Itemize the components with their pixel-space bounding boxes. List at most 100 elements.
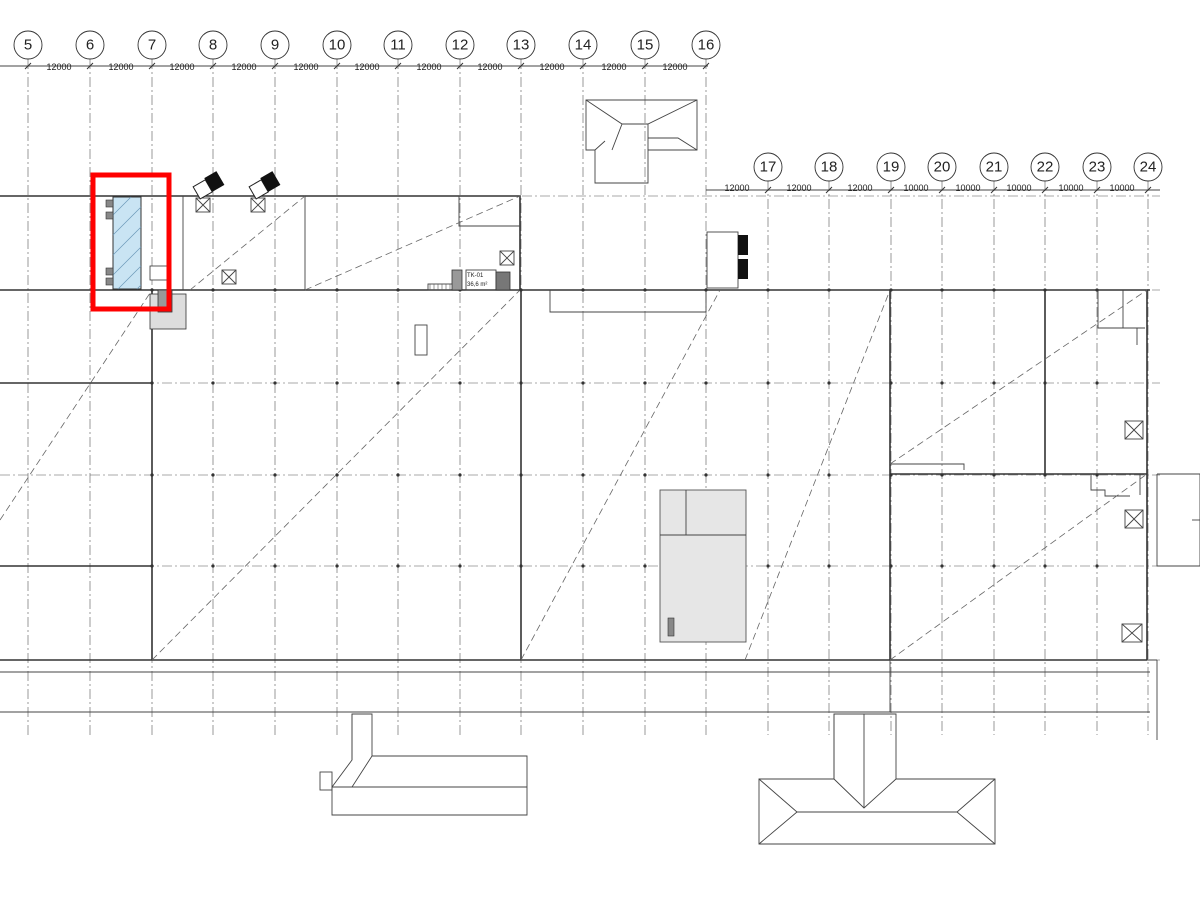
column-dot — [396, 564, 400, 568]
axis-marker-15: 15 — [630, 30, 660, 60]
dashed-diagonals — [0, 195, 1148, 661]
dim-11-12: 12000 — [416, 62, 441, 72]
column-dot — [766, 473, 770, 477]
column-dot — [335, 473, 339, 477]
column-dot — [889, 564, 893, 568]
roof-bottom-left — [319, 713, 528, 816]
axis-marker-12: 12 — [445, 30, 475, 60]
right-dimensions: 12000 12000 12000 10000 10000 10000 1000… — [724, 183, 1134, 193]
dim-17-18: 12000 — [786, 183, 811, 193]
axis-marker-24: 24 — [1133, 152, 1163, 182]
column-dot — [889, 288, 893, 292]
dim-5-6: 12000 — [46, 62, 71, 72]
dim-21-22: 10000 — [1006, 183, 1031, 193]
wall-unit-right — [248, 171, 281, 200]
dim-tick — [702, 62, 710, 70]
axis-marker-7: 7 — [137, 30, 167, 60]
column-dot — [150, 381, 154, 385]
dim-18-19: 12000 — [847, 183, 872, 193]
axis-marker-10: 10 — [322, 30, 352, 60]
column-dot — [940, 381, 944, 385]
column-dot — [211, 473, 215, 477]
column-dot — [273, 564, 277, 568]
column-dot — [1095, 381, 1099, 385]
column-dot — [581, 381, 585, 385]
column-dot — [211, 564, 215, 568]
svg-text:10: 10 — [329, 37, 346, 54]
column-dot — [519, 288, 523, 292]
column-dot — [643, 381, 647, 385]
column-dot — [704, 473, 708, 477]
svg-text:14: 14 — [575, 37, 592, 54]
column-dot — [335, 564, 339, 568]
equipment-box — [221, 269, 237, 285]
axis-marker-16: 16 — [691, 30, 721, 60]
column-dot — [273, 381, 277, 385]
building-walls — [0, 195, 1200, 740]
axis-marker-21: 21 — [979, 152, 1009, 182]
column-dot — [581, 564, 585, 568]
dim-tick — [1041, 186, 1049, 194]
column-dot — [766, 564, 770, 568]
column-dot — [519, 564, 523, 568]
column-dot — [273, 288, 277, 292]
dim-tick — [333, 62, 341, 70]
column-dot — [211, 381, 215, 385]
column-dot — [581, 473, 585, 477]
column-dot — [1043, 564, 1047, 568]
svg-text:6: 6 — [86, 37, 94, 54]
column-dot — [827, 288, 831, 292]
equipment-box — [195, 197, 211, 213]
column-dot — [643, 564, 647, 568]
dim-8-9: 12000 — [231, 62, 256, 72]
dim-16-17: 12000 — [724, 183, 749, 193]
dim-15-16: 12000 — [662, 62, 687, 72]
dim-9-10: 12000 — [293, 62, 318, 72]
axis-marker-23: 23 — [1082, 152, 1112, 182]
column-dot — [1043, 473, 1047, 477]
svg-text:8: 8 — [209, 37, 217, 54]
column-dot — [1095, 473, 1099, 477]
dim-tick — [86, 62, 94, 70]
column-dot — [519, 381, 523, 385]
axis-marker-8: 8 — [198, 30, 228, 60]
dim-tick — [1093, 186, 1101, 194]
dim-tick — [990, 186, 998, 194]
dimension-ticks — [24, 62, 1152, 194]
column-dot — [940, 473, 944, 477]
column-rect — [414, 324, 428, 356]
column-dot — [992, 288, 996, 292]
column-dot — [335, 288, 339, 292]
column-dot — [766, 288, 770, 292]
column-dot — [992, 473, 996, 477]
column-dot — [211, 288, 215, 292]
svg-text:18: 18 — [821, 159, 838, 176]
axis-marker-20: 20 — [927, 152, 957, 182]
column-dot — [766, 381, 770, 385]
axis-marker-14: 14 — [568, 30, 598, 60]
dim-20-21: 10000 — [955, 183, 980, 193]
svg-text:24: 24 — [1140, 159, 1157, 176]
column-dot — [643, 288, 647, 292]
column-dot — [581, 288, 585, 292]
grey-equipment-area — [659, 489, 747, 643]
roof-bottom-right — [758, 713, 996, 845]
column-dot — [1043, 381, 1047, 385]
column-dot — [992, 564, 996, 568]
column-dot — [1095, 288, 1099, 292]
column-dot — [992, 381, 996, 385]
room-area: 36,6 m² — [467, 282, 487, 288]
column-dot — [458, 473, 462, 477]
svg-text:16: 16 — [698, 37, 715, 54]
column-dot — [643, 473, 647, 477]
column-dot — [335, 381, 339, 385]
axis-marker-6: 6 — [75, 30, 105, 60]
column-dot — [889, 381, 893, 385]
svg-text:19: 19 — [883, 159, 900, 176]
axis-marker-5: 5 — [13, 30, 43, 60]
dim-tick — [887, 186, 895, 194]
dim-tick — [456, 62, 464, 70]
dim-14-15: 12000 — [601, 62, 626, 72]
column-dot — [704, 381, 708, 385]
